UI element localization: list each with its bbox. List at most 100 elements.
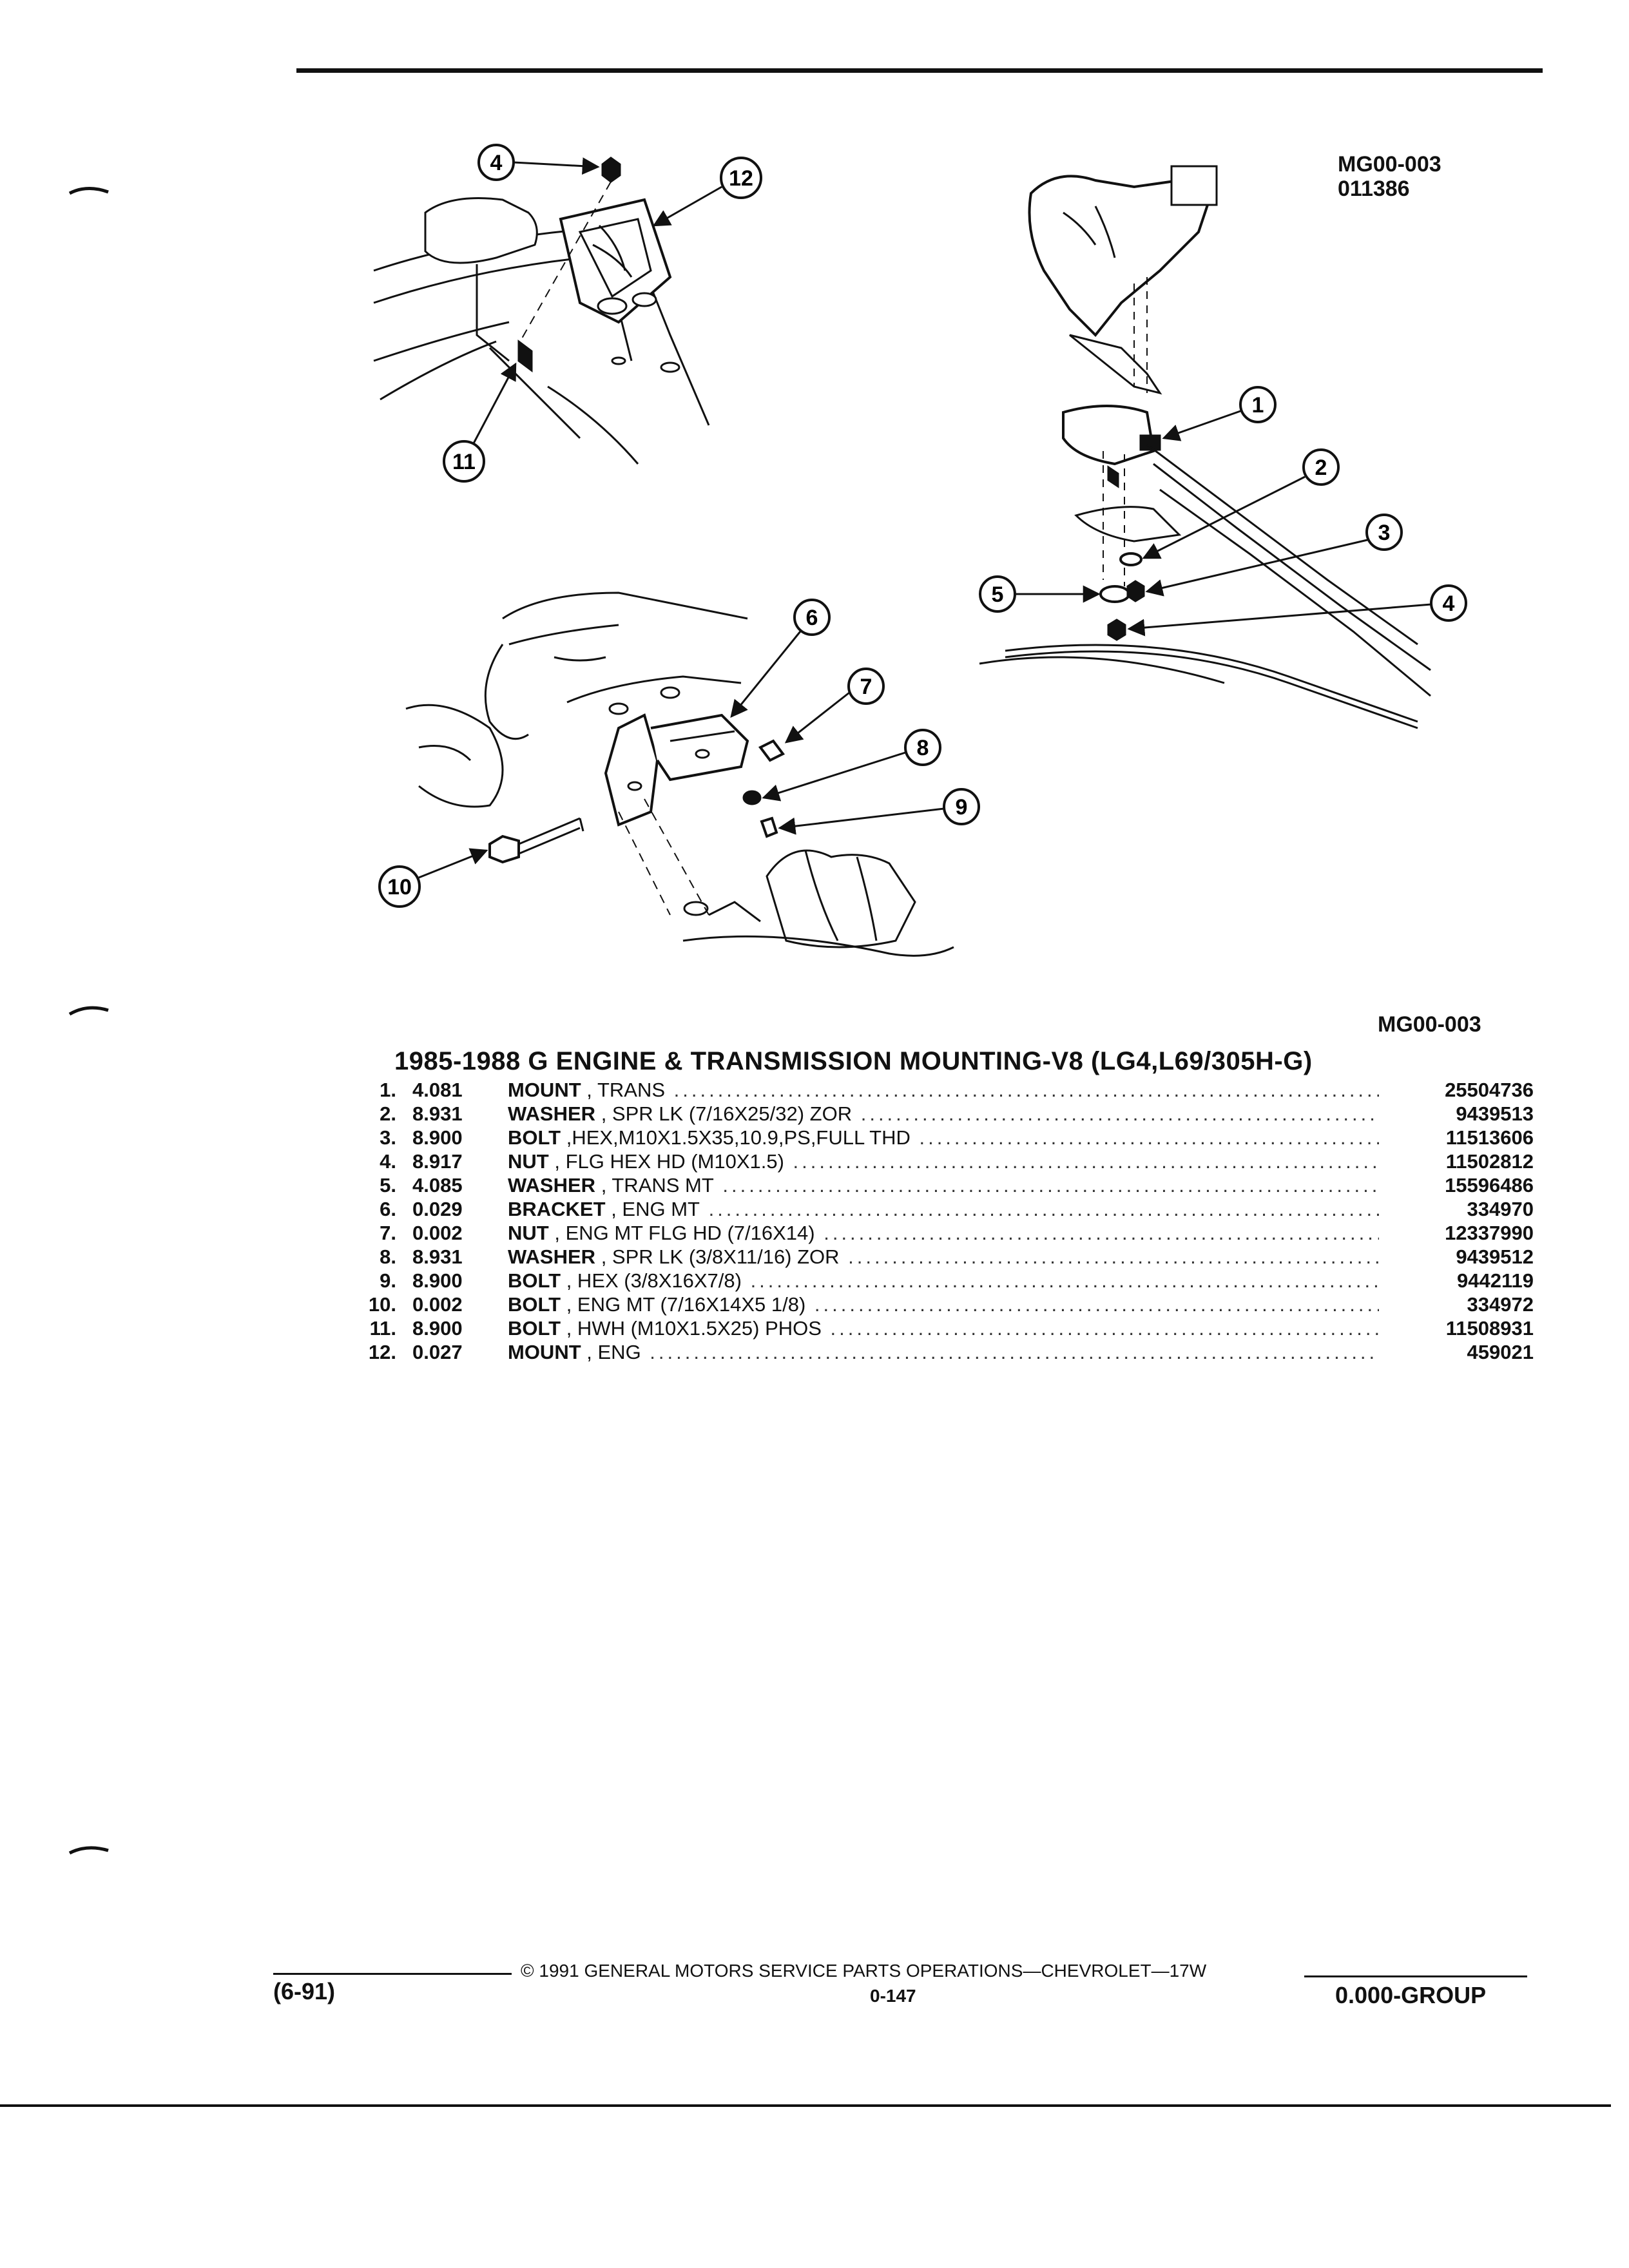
leader-dots: ........................................… [814, 1293, 1379, 1316]
part-number: 334970 [1467, 1198, 1534, 1220]
part-index: 7. [380, 1222, 396, 1244]
part-index: 11. [369, 1317, 396, 1340]
part-detail: , TRANS MT [601, 1174, 714, 1196]
part-detail: , HWH (M10X1.5X25) PHOS [566, 1317, 822, 1340]
part-group-code: 8.931 [412, 1245, 463, 1268]
part-index: 2. [380, 1102, 396, 1125]
part-name: BOLT [508, 1317, 561, 1340]
leader-dots: ........................................… [750, 1269, 1379, 1292]
part-index: 4. [380, 1150, 396, 1173]
part-name: BOLT [508, 1293, 561, 1316]
leader-dots: ........................................… [919, 1126, 1379, 1149]
part-group-code: 8.917 [412, 1150, 463, 1173]
part-description: WASHER , SPR LK (3/8X11/16) ZOR ........… [508, 1245, 1379, 1269]
svg-text:8: 8 [917, 736, 929, 760]
part-number: 12337990 [1445, 1222, 1534, 1244]
part-detail: , ENG [586, 1341, 641, 1363]
svg-text:9: 9 [956, 795, 968, 820]
svg-text:11: 11 [452, 450, 476, 474]
svg-text:12: 12 [729, 166, 753, 191]
part-detail: , ENG MT [611, 1198, 700, 1220]
part-number: 459021 [1467, 1341, 1534, 1363]
part-number: 9439513 [1456, 1102, 1534, 1125]
engine-bracket-assembly [405, 591, 954, 957]
part-name: BOLT [508, 1269, 561, 1292]
part-number: 11508931 [1445, 1317, 1534, 1340]
part-description: WASHER , TRANS MT ......................… [508, 1173, 1379, 1197]
part-index: 10. [368, 1293, 396, 1316]
part-name: NUT [508, 1222, 549, 1244]
part-number: 11513606 [1445, 1126, 1534, 1149]
svg-text:4: 4 [490, 151, 503, 175]
part-description: NUT , ENG MT FLG HD (7/16X14) ..........… [508, 1221, 1379, 1245]
part-group-code: 0.002 [412, 1222, 463, 1244]
svg-text:6: 6 [806, 606, 818, 630]
part-name: WASHER [508, 1245, 596, 1268]
svg-text:10: 10 [387, 875, 412, 899]
part-detail: , HEX (3/8X16X7/8) [566, 1269, 742, 1292]
part-detail: , ENG MT FLG HD (7/16X14) [554, 1222, 815, 1244]
part-index: 1. [380, 1079, 396, 1101]
footer-group: 0.000-GROUP [1335, 1982, 1487, 2008]
parts-row: 1. 4.081 MOUNT , TRANS ...................… [354, 1078, 1534, 1102]
part-index: 6. [380, 1198, 396, 1220]
parts-row: 6. 0.029 BRACKET , ENG MT ................… [354, 1197, 1534, 1221]
part-index: 5. [380, 1174, 396, 1196]
parts-row: 5. 4.085 WASHER , TRANS MT ...............… [354, 1173, 1534, 1197]
leader-dots: ........................................… [793, 1150, 1379, 1173]
leader-dots: ........................................… [722, 1174, 1379, 1196]
parts-row: 10. 0.002 BOLT , ENG MT (7/16X14X5 1/8) ..… [354, 1293, 1534, 1316]
parts-row: 4. 8.917 NUT , FLG HEX HD (M10X1.5) ......… [354, 1149, 1534, 1173]
part-description: MOUNT , TRANS ..........................… [508, 1078, 1379, 1102]
part-description: NUT , FLG HEX HD (M10X1.5) .............… [508, 1149, 1379, 1173]
part-detail: , SPR LK (7/16X25/32) ZOR [601, 1102, 853, 1125]
parts-row: 2. 8.931 WASHER , SPR LK (7/16X25/32) ZOR … [354, 1102, 1534, 1126]
part-name: NUT [508, 1150, 549, 1173]
part-detail: , SPR LK (3/8X11/16) ZOR [601, 1245, 840, 1268]
part-group-code: 0.002 [412, 1293, 463, 1316]
svg-text:1: 1 [1252, 393, 1264, 418]
part-group-code: 8.900 [412, 1126, 463, 1149]
part-group-code: 0.029 [412, 1198, 463, 1220]
part-name: BOLT [508, 1126, 561, 1149]
part-index: 3. [380, 1126, 396, 1149]
part-group-code: 0.027 [412, 1341, 463, 1363]
parts-row: 7. 0.002 NUT , ENG MT FLG HD (7/16X14) ...… [354, 1221, 1534, 1245]
part-number: 9442119 [1457, 1269, 1534, 1292]
part-name: WASHER [508, 1174, 596, 1196]
figure-id-top-date: 011386 [1338, 177, 1410, 201]
part-number: 15596486 [1445, 1174, 1534, 1196]
part-number: 11502812 [1445, 1150, 1534, 1173]
part-number: 25504736 [1445, 1079, 1534, 1101]
leader-dots: ........................................… [708, 1198, 1379, 1220]
engine-mount-assembly [373, 157, 710, 465]
top-rule [296, 68, 1543, 73]
part-name: MOUNT [508, 1079, 581, 1101]
part-detail: , FLG HEX HD (M10X1.5) [554, 1150, 784, 1173]
part-description: WASHER , SPR LK (7/16X25/32) ZOR .......… [508, 1102, 1379, 1126]
part-number: 9439512 [1456, 1245, 1534, 1268]
part-description: BOLT , ENG MT (7/16X14X5 1/8) ..........… [508, 1293, 1379, 1316]
part-detail: , ENG MT (7/16X14X5 1/8) [566, 1293, 806, 1316]
part-group-code: 4.081 [412, 1079, 463, 1101]
part-group-code: 8.931 [412, 1102, 463, 1125]
section-title: 1985-1988 G ENGINE & TRANSMISSION MOUNTI… [394, 1047, 1313, 1075]
mounting-illustration: 4 12 11 1 [373, 144, 1467, 957]
figure-id-top-code: MG00-003 [1338, 152, 1441, 177]
parts-row: 9. 8.900 BOLT , HEX (3/8X16X7/8) .........… [354, 1269, 1534, 1293]
part-description: BRACKET , ENG MT .......................… [508, 1197, 1379, 1221]
svg-text:3: 3 [1378, 521, 1391, 545]
footer-rule-right [1304, 1975, 1527, 1977]
part-index: 9. [380, 1269, 396, 1292]
part-group-code: 4.085 [412, 1174, 463, 1196]
leader-dots: ........................................… [824, 1222, 1379, 1244]
part-group-code: 8.900 [412, 1269, 463, 1292]
part-description: BOLT ,HEX,M10X1.5X35,10.9,PS,FULL THD ..… [508, 1126, 1379, 1149]
part-description: BOLT , HWH (M10X1.5X25) PHOS ...........… [508, 1316, 1379, 1340]
svg-text:5: 5 [992, 582, 1004, 607]
part-index: 8. [380, 1245, 396, 1268]
part-description: BOLT , HEX (3/8X16X7/8) ................… [508, 1269, 1379, 1293]
part-detail: ,HEX,M10X1.5X35,10.9,PS,FULL THD [566, 1126, 911, 1149]
